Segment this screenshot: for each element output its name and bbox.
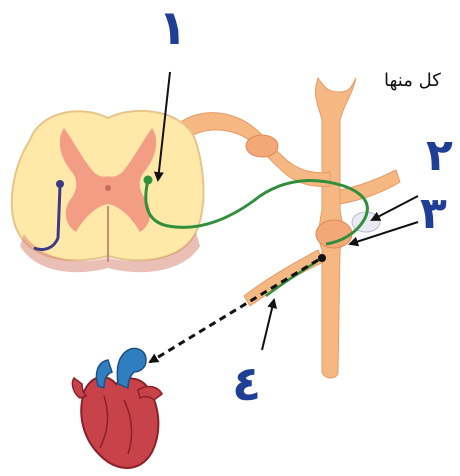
arrow-icon xyxy=(262,300,274,350)
caption-text: كل منها xyxy=(384,70,460,91)
arrow-icon xyxy=(372,196,418,220)
central-canal xyxy=(105,185,111,191)
label-4: ٤ xyxy=(232,360,261,408)
heart-icon xyxy=(72,348,162,468)
sensory-neuron-soma xyxy=(56,180,64,188)
arrow-icon xyxy=(150,260,318,362)
postganglionic-soma xyxy=(318,254,326,262)
label-1: ١ xyxy=(158,4,187,52)
label-2: ٢ xyxy=(426,134,453,178)
label-3: ٣ xyxy=(420,192,447,236)
neuron-body-icon xyxy=(144,176,153,185)
dorsal-root-ganglion xyxy=(246,135,278,157)
